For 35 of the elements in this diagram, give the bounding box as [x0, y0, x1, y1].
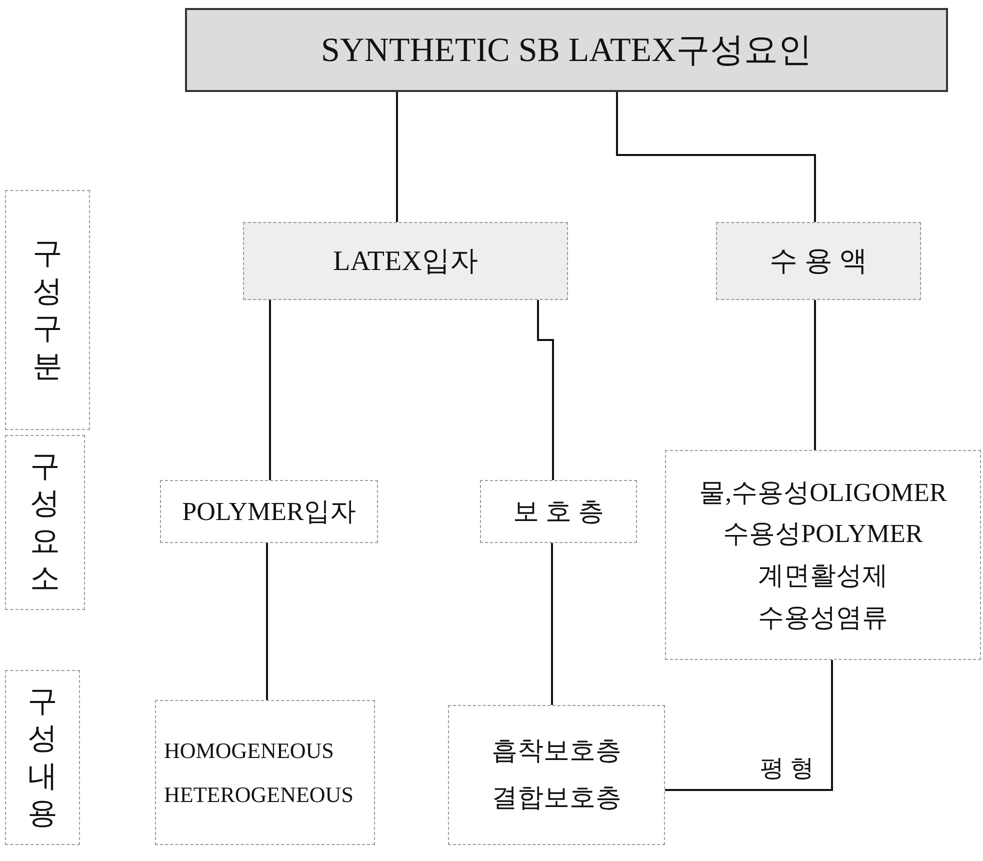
heading-box — [185, 8, 948, 92]
label-text: 수 용 액 — [770, 245, 868, 279]
row-label-box — [5, 190, 90, 430]
label-text: POLYMER입자 — [182, 496, 356, 528]
label-text: 구성요소 — [29, 448, 61, 597]
label-text: 수용성POLYMER — [723, 518, 923, 550]
connector-line — [269, 300, 271, 480]
label-text: 구성구분 — [32, 236, 64, 384]
label-text: 보 호 층 — [513, 496, 604, 528]
connector-line — [537, 300, 554, 480]
connector-line — [551, 543, 553, 705]
content-box — [155, 700, 375, 845]
row-label-box — [5, 670, 80, 845]
connector-line — [665, 660, 833, 791]
connector-line — [616, 92, 816, 222]
label-text: 물,수용성OLIGOMER — [699, 476, 947, 509]
label-text: 수용성염류 — [758, 602, 888, 634]
label-text: LATEX입자 — [333, 245, 478, 279]
label-text: SYNTHETIC SB LATEX구성요인 — [320, 31, 812, 71]
label-text: 구성내용 — [26, 684, 58, 832]
label-text: 결합보호층 — [492, 782, 622, 814]
connector-line — [396, 92, 398, 222]
category-box — [243, 222, 568, 300]
label-text: 계면활성제 — [758, 560, 888, 592]
content-box — [448, 705, 665, 845]
row-label-box — [5, 435, 85, 610]
label-text: HOMOGENEOUS — [164, 736, 334, 764]
component-box — [160, 480, 378, 543]
component-box — [665, 450, 981, 660]
category-box — [716, 222, 921, 300]
connector-line — [266, 543, 268, 700]
component-box — [480, 480, 637, 543]
label-text: HETEROGENEOUS — [164, 780, 354, 808]
label-text: 흡착보호층 — [492, 735, 622, 768]
connector-line — [814, 300, 816, 450]
